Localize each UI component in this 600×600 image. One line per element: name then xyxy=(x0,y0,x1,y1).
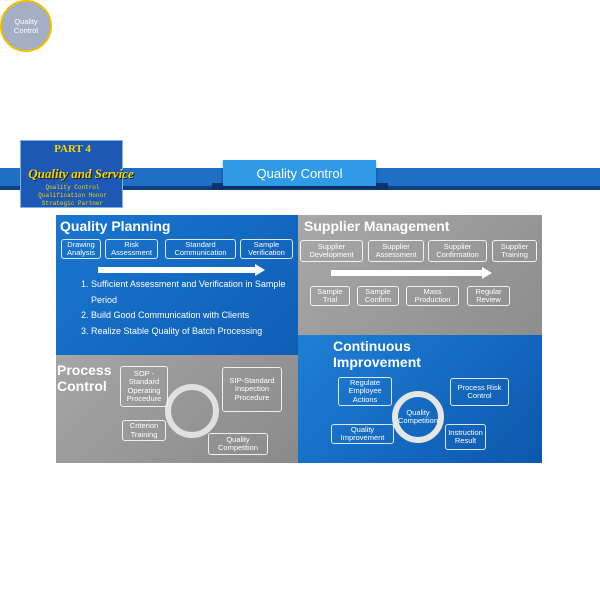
item-instruction-result: Instruction Result xyxy=(445,424,486,450)
planning-arrow-shaft xyxy=(98,267,256,273)
step-supplier-confirmation: Supplier Confirmation xyxy=(428,240,487,262)
item-regulate-employee-actions: Regulate Employee Actions xyxy=(338,377,392,406)
step-sample-trial: Sample Trial xyxy=(310,286,350,306)
step-sample-verification: Sample Verification xyxy=(240,239,293,259)
improvement-ring-label: Quality Competition xyxy=(398,407,439,425)
item-criterion-training: Criterion Training xyxy=(122,420,166,441)
page-title: Quality Control xyxy=(223,160,376,186)
part-number: PART 4 xyxy=(54,143,91,155)
part-badge: PART 4 Quality and Service Quality Contr… xyxy=(20,140,134,208)
step-regular-review: Regular Review xyxy=(467,286,510,306)
step-supplier-training: Supplier Training xyxy=(492,240,537,262)
improvement-ring xyxy=(392,391,444,443)
step-supplier-development: Supplier Development xyxy=(300,240,363,262)
supplier-arrow-shaft xyxy=(331,270,483,276)
planning-list: Sufficient Assessment and Verification i… xyxy=(73,277,301,339)
supplier-arrow-head xyxy=(482,267,492,279)
planning-list-item: Sufficient Assessment and Verification i… xyxy=(91,277,301,308)
step-supplier-assessment: Supplier Assessment xyxy=(368,240,424,262)
title-ribbon-right xyxy=(376,183,388,190)
quality-planning-panel xyxy=(56,215,298,355)
continuous-improvement-title-line2: Improvement xyxy=(333,354,421,370)
part-line-1: Quality Control xyxy=(45,184,100,191)
process-control-title-line1: Process xyxy=(57,362,112,378)
step-mass-production: Mass Production xyxy=(406,286,459,306)
step-risk-assessment: Risk Assessment xyxy=(105,239,158,259)
planning-list-item: Build Good Communication with Clients xyxy=(91,308,301,324)
step-drawing-analysis: Drawing Analysis xyxy=(61,239,101,259)
part-line-2: Qualification Honor xyxy=(38,192,107,199)
item-process-risk-control: Process Risk Control xyxy=(450,378,509,406)
item-sip: SIP-Standard Inspection Procedure xyxy=(222,367,282,412)
quality-planning-title: Quality Planning xyxy=(60,218,171,234)
quality-control-center-circle: Quality Control xyxy=(0,0,52,52)
item-sop: SOP - Standard Operating Procedure xyxy=(120,366,168,407)
item-quality-improvement: Quality Improvement xyxy=(331,424,394,444)
process-control-ring xyxy=(165,384,219,438)
part-title: Quality and Service xyxy=(28,166,134,181)
planning-list-item: Realize Stable Quality of Batch Processi… xyxy=(91,324,301,340)
process-control-title-line2: Control xyxy=(57,378,107,394)
step-sample-confirm: Sample Confirm xyxy=(357,286,399,306)
header-band-strip xyxy=(0,186,600,190)
continuous-improvement-title-line1: Continuous xyxy=(333,338,411,354)
part-line-3: Strategic Partner xyxy=(41,200,104,207)
planning-arrow-head xyxy=(255,264,265,276)
title-ribbon-left xyxy=(212,183,224,190)
step-standard-communication: Standard Communication xyxy=(165,239,236,259)
supplier-management-title: Supplier Management xyxy=(304,218,450,234)
item-quality-competition: Quality Competition xyxy=(208,433,268,455)
